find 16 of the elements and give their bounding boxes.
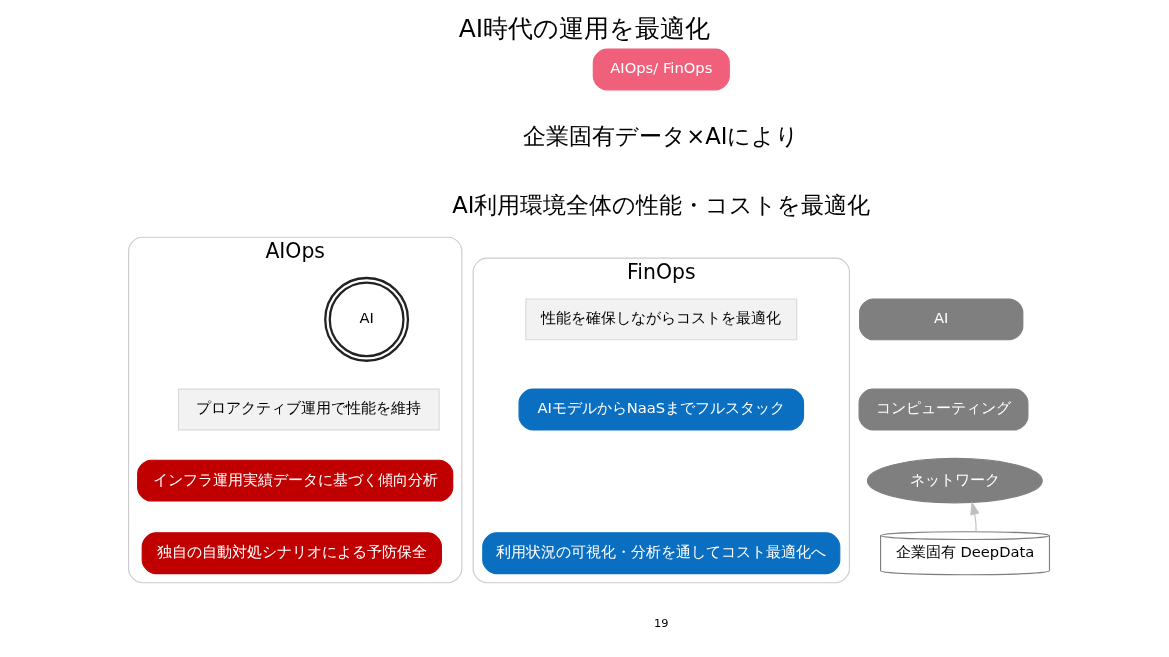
node-circle: AI: [324, 276, 410, 362]
node-box: 性能を確保しながらコストを最適化: [525, 298, 798, 341]
node-box: AI: [859, 298, 1024, 341]
node-box: AIOps/ FinOps: [592, 48, 730, 91]
node-box: インフラ運用実績データに基づく傾向分析: [137, 459, 454, 502]
node-box: プロアクティブ運用で性能を維持: [177, 388, 440, 431]
node-box: コンピューティング: [858, 388, 1029, 431]
node-ellipse: ネットワーク: [866, 457, 1043, 504]
node-box: AIモデルからNaaSまでフルスタック: [518, 388, 805, 431]
label: AI利用環境全体の性能・コストを最適化: [452, 192, 871, 219]
arrow: [970, 501, 980, 533]
node-box: 利用状況の可視化・分析を通してコスト最適化へ: [482, 532, 841, 575]
node-box: 独自の自動対処シナリオによる予防保全: [141, 532, 442, 575]
label: 企業固有データ×AIにより: [523, 123, 800, 150]
diagram-title: AI時代の運用を最適化: [458, 14, 711, 44]
label: 19: [654, 615, 669, 630]
